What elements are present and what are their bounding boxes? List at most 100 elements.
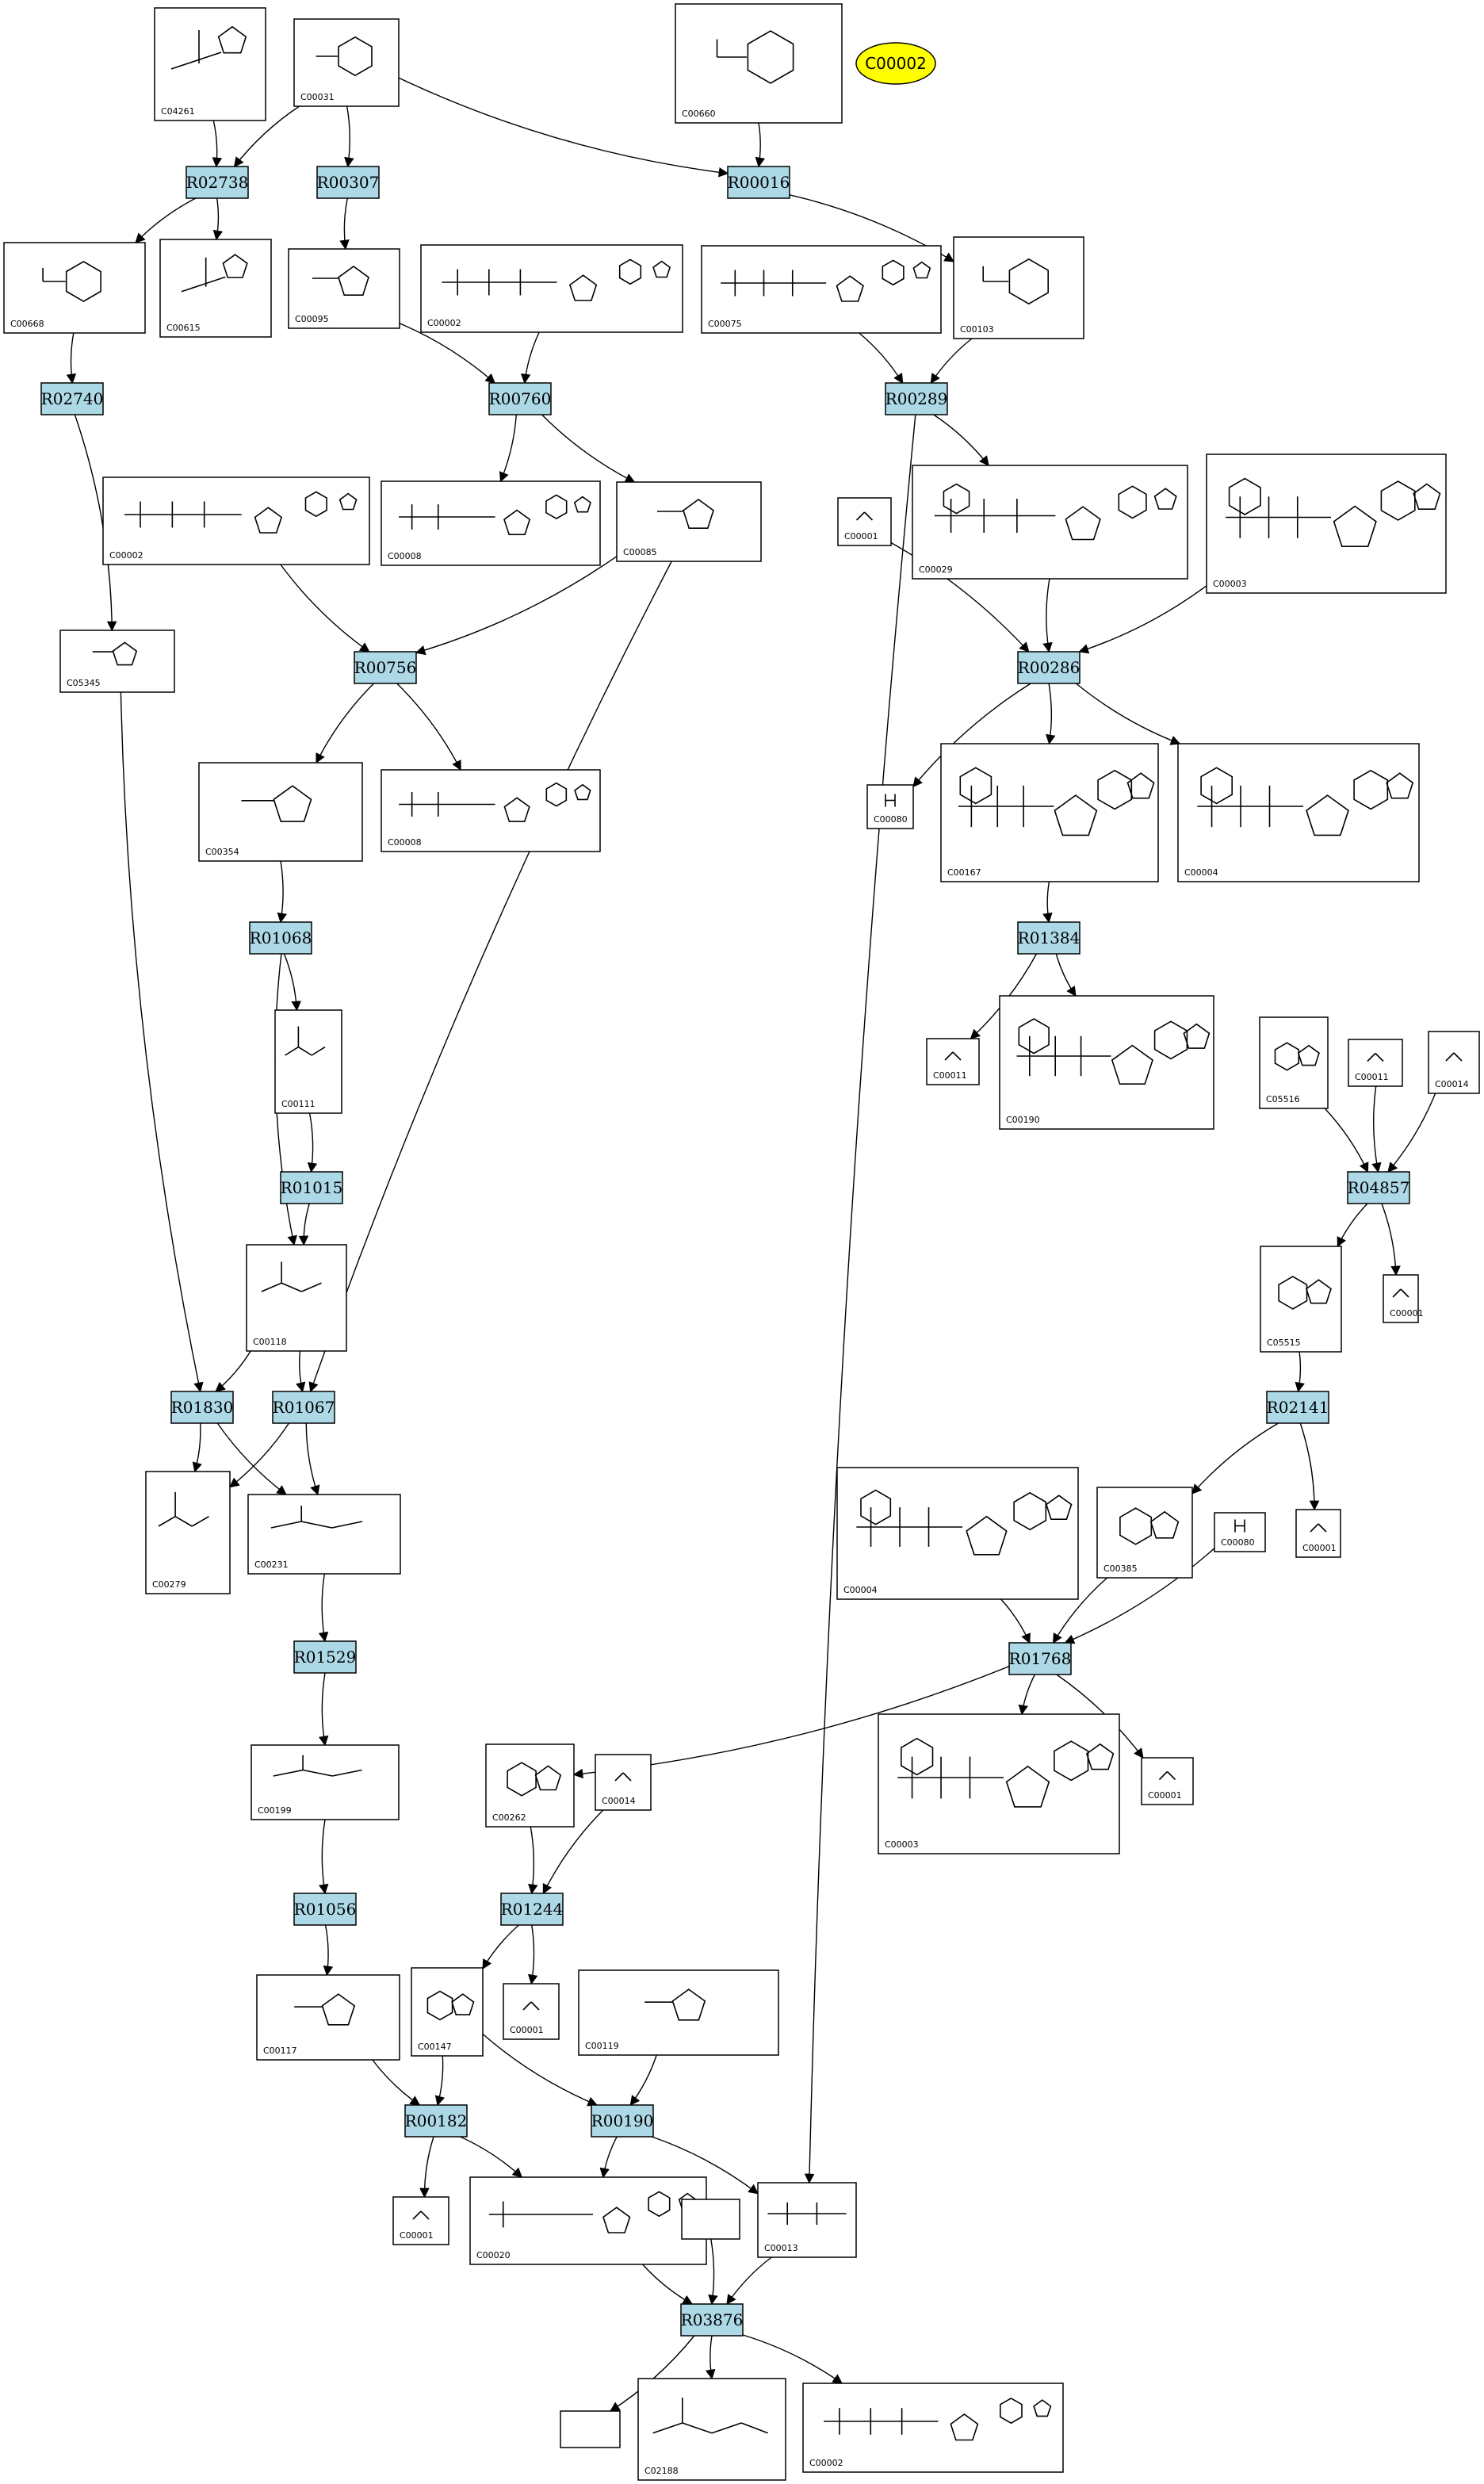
reaction-node[interactable]: R01056 bbox=[293, 1893, 357, 1926]
reaction-node[interactable]: R03876 bbox=[680, 2303, 744, 2337]
compound-node[interactable]: C00075 bbox=[701, 245, 942, 334]
compound-box[interactable] bbox=[1428, 1031, 1480, 1094]
compound-box[interactable] bbox=[1348, 1039, 1403, 1087]
reaction-node[interactable]: R00286 bbox=[1017, 651, 1080, 684]
compound-box[interactable] bbox=[1295, 1509, 1341, 1558]
reaction-node[interactable]: R01244 bbox=[500, 1893, 564, 1926]
compound-node[interactable]: C00615 bbox=[159, 239, 272, 338]
reaction-node[interactable]: R01067 bbox=[272, 1391, 335, 1424]
compound-box[interactable] bbox=[145, 1471, 231, 1594]
compound-box[interactable] bbox=[616, 481, 762, 562]
compound-box[interactable] bbox=[940, 743, 1159, 882]
compound-node[interactable]: C05515 bbox=[1260, 1246, 1342, 1353]
reaction-box[interactable] bbox=[404, 2104, 468, 2138]
compound-box[interactable] bbox=[675, 3, 843, 124]
highlight-compound[interactable]: C00002 bbox=[855, 42, 936, 85]
compound-node[interactable]: C02188 bbox=[637, 2378, 786, 2481]
compound-box[interactable] bbox=[953, 236, 1084, 339]
compound-box[interactable] bbox=[836, 1467, 1079, 1600]
compound-box[interactable] bbox=[681, 2199, 740, 2240]
compound-node[interactable]: C00008 bbox=[381, 769, 601, 852]
compound-node[interactable]: C00014 bbox=[595, 1754, 652, 1811]
compound-node[interactable]: C00103 bbox=[953, 236, 1084, 339]
compound-box[interactable] bbox=[154, 7, 266, 121]
compound-node[interactable]: C00095 bbox=[288, 248, 400, 329]
reaction-node[interactable]: R01529 bbox=[293, 1640, 357, 1674]
compound-box[interactable] bbox=[1260, 1246, 1342, 1353]
reaction-node[interactable]: R00182 bbox=[404, 2104, 468, 2138]
reaction-node[interactable]: R01830 bbox=[170, 1391, 234, 1424]
compound-node[interactable]: C00001 bbox=[392, 2196, 449, 2245]
compound-node[interactable]: C00199 bbox=[251, 1744, 400, 1820]
compound-node[interactable]: C00014 bbox=[1428, 1031, 1480, 1094]
reaction-node[interactable]: R01015 bbox=[280, 1171, 343, 1204]
reaction-node[interactable]: R02141 bbox=[1266, 1391, 1329, 1424]
compound-node[interactable]: C00029 bbox=[912, 465, 1188, 580]
reaction-node[interactable]: R00289 bbox=[885, 382, 948, 415]
reaction-box[interactable] bbox=[488, 382, 552, 415]
reaction-box[interactable] bbox=[1347, 1171, 1410, 1204]
compound-box[interactable] bbox=[293, 18, 400, 107]
compound-box[interactable] bbox=[274, 1009, 342, 1114]
reaction-box[interactable] bbox=[293, 1640, 357, 1674]
compound-node[interactable]: C00231 bbox=[247, 1494, 401, 1575]
compound-node[interactable]: C00660 bbox=[675, 3, 843, 124]
compound-node[interactable]: C00085 bbox=[616, 481, 762, 562]
compound-box[interactable] bbox=[392, 2196, 449, 2245]
compound-box[interactable] bbox=[381, 480, 601, 566]
reaction-box[interactable] bbox=[591, 2104, 654, 2138]
reaction-node[interactable]: R04857 bbox=[1347, 1171, 1410, 1204]
compound-box[interactable] bbox=[469, 2176, 707, 2265]
compound-node[interactable]: C00001 bbox=[503, 1983, 560, 2040]
compound-node[interactable]: C00002 bbox=[802, 2383, 1064, 2473]
reaction-box[interactable] bbox=[170, 1391, 234, 1424]
compound-node[interactable]: C00013 bbox=[757, 2182, 857, 2258]
compound-box[interactable] bbox=[637, 2378, 786, 2481]
reaction-node[interactable]: R00756 bbox=[354, 651, 417, 684]
compound-node[interactable]: C00111 bbox=[274, 1009, 342, 1114]
compound-box[interactable] bbox=[560, 2410, 621, 2448]
reaction-box[interactable] bbox=[249, 921, 312, 955]
compound-node[interactable]: C00190 bbox=[999, 995, 1214, 1130]
compound-box[interactable] bbox=[381, 769, 601, 852]
reaction-box[interactable] bbox=[885, 382, 948, 415]
compound-box[interactable] bbox=[420, 244, 683, 333]
reaction-node[interactable]: R01068 bbox=[249, 921, 312, 955]
compound-node[interactable]: C00354 bbox=[198, 762, 363, 862]
highlight-ellipse[interactable] bbox=[855, 42, 936, 85]
compound-box[interactable] bbox=[59, 630, 175, 693]
compound-box[interactable] bbox=[503, 1983, 560, 2040]
compound-box[interactable] bbox=[1141, 1757, 1194, 1805]
compound-box[interactable] bbox=[1214, 1512, 1266, 1552]
reaction-box[interactable] bbox=[272, 1391, 335, 1424]
compound-box[interactable] bbox=[866, 784, 914, 829]
compound-box[interactable] bbox=[159, 239, 272, 338]
compound-box[interactable] bbox=[878, 1713, 1120, 1854]
compound-node[interactable]: C00119 bbox=[578, 1969, 779, 2056]
reaction-box[interactable] bbox=[316, 166, 380, 199]
compound-node[interactable]: C00011 bbox=[1348, 1039, 1403, 1087]
compound-node[interactable]: C00080 bbox=[1214, 1512, 1266, 1552]
compound-box[interactable] bbox=[802, 2383, 1064, 2473]
reaction-node[interactable]: R01768 bbox=[1008, 1642, 1072, 1675]
compound-node[interactable]: C00385 bbox=[1096, 1487, 1193, 1579]
reaction-box[interactable] bbox=[1008, 1642, 1072, 1675]
reaction-box[interactable] bbox=[40, 382, 104, 415]
compound-node[interactable]: C00118 bbox=[246, 1244, 347, 1352]
compound-node[interactable]: C04261 bbox=[154, 7, 266, 121]
compound-node[interactable]: C00279 bbox=[145, 1471, 231, 1594]
compound-box[interactable] bbox=[912, 465, 1188, 580]
reaction-box[interactable] bbox=[354, 651, 417, 684]
compound-node[interactable]: C05516 bbox=[1259, 1016, 1329, 1109]
compound-box[interactable] bbox=[926, 1038, 980, 1085]
reaction-node[interactable]: R02740 bbox=[40, 382, 104, 415]
compound-node[interactable]: C00004 bbox=[1177, 743, 1420, 882]
compound-box[interactable] bbox=[411, 1967, 484, 2057]
reaction-box[interactable] bbox=[186, 166, 249, 199]
compound-node[interactable]: C00001 bbox=[1141, 1757, 1194, 1805]
compound-box[interactable] bbox=[578, 1969, 779, 2056]
compound-node[interactable]: C00001 bbox=[1295, 1509, 1341, 1558]
compound-node[interactable]: C00002 bbox=[420, 244, 683, 333]
compound-box[interactable] bbox=[1206, 454, 1447, 594]
compound-node[interactable]: C00004 bbox=[836, 1467, 1079, 1600]
